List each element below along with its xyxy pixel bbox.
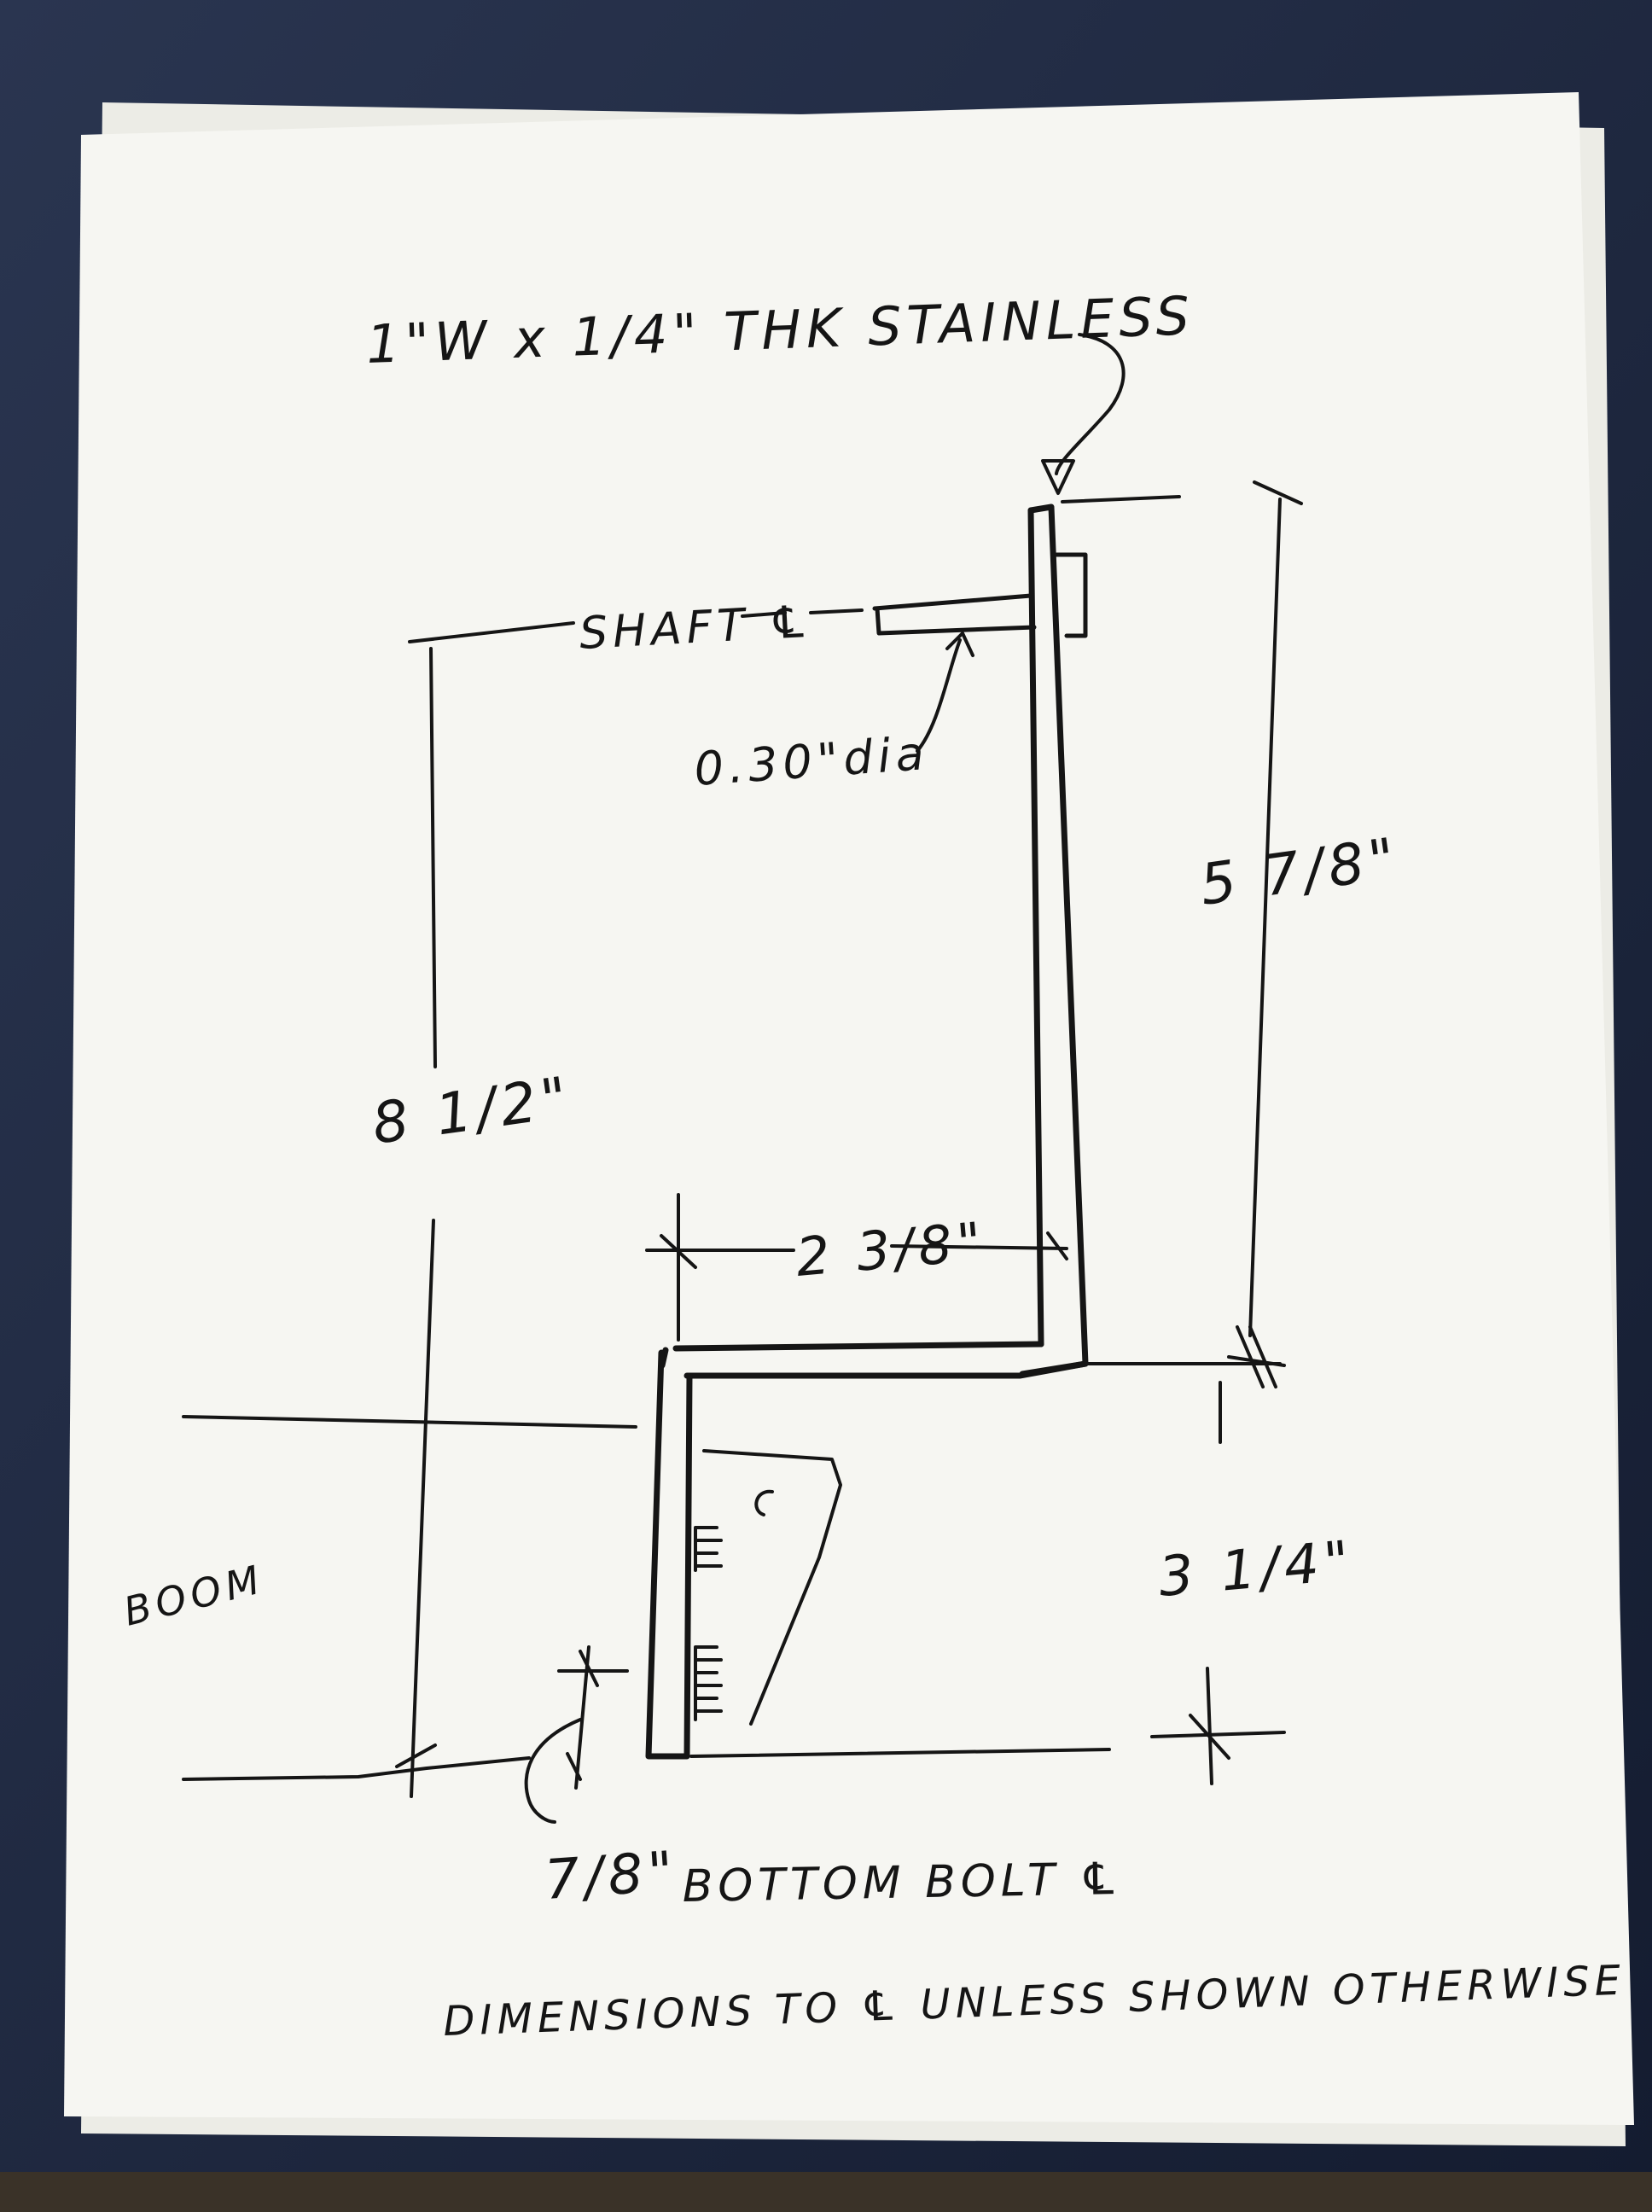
bracket-bar: [645, 504, 1089, 1760]
bolt-note-label: BOTTOM BOLT ℄: [682, 1854, 1124, 1912]
gusset-plate: [694, 1449, 842, 1726]
floor-strip: [0, 2172, 1652, 2212]
paper-sheet: [64, 92, 1634, 2125]
shaft-centerline-label: SHAFT ℄: [579, 597, 815, 660]
leader-arrows: [524, 333, 1126, 1824]
shaft-stub: [872, 552, 1088, 638]
dimension-lines: [182, 480, 1303, 1798]
dim-bolt-offset-label: 7/8": [543, 1840, 680, 1912]
